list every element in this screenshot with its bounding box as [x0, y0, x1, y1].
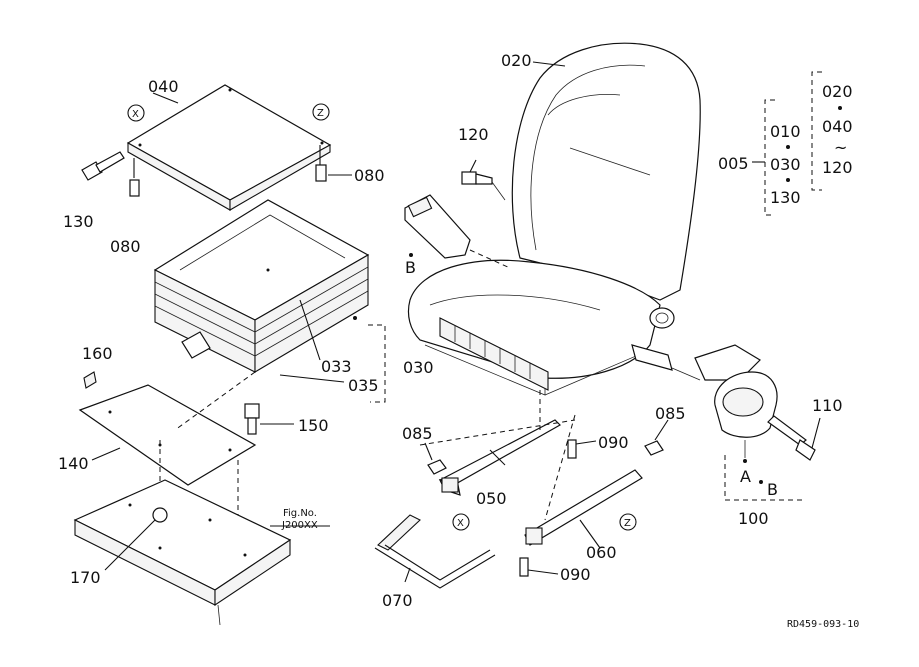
bolt-090-upper	[567, 439, 597, 459]
seat-rail-060	[524, 414, 643, 549]
callout-020: 020	[501, 51, 532, 70]
callout-050: 050	[476, 489, 507, 508]
bolt-090-lower	[519, 557, 559, 577]
callout-085-right: 085	[655, 404, 686, 423]
callout-080-right: 080	[354, 166, 385, 185]
callout-085-left: 085	[402, 424, 433, 443]
set-label-010: 010	[770, 122, 801, 141]
set-label-030: 030	[770, 155, 801, 174]
svg-text:X: X	[457, 518, 464, 529]
callout-035: 035	[348, 376, 379, 395]
seat-frame-170	[73, 479, 330, 626]
marker-b-belt: B	[767, 480, 778, 499]
callout-080-left: 080	[110, 237, 141, 256]
callout-090-lower: 090	[560, 565, 591, 584]
set-label-040: 040	[822, 117, 853, 136]
callout-033: 033	[321, 357, 352, 376]
callout-110: 110	[812, 396, 843, 415]
base-plate-140	[78, 371, 294, 540]
set-label-tilde: ~	[834, 138, 847, 157]
cushion-ribs	[454, 326, 531, 379]
set-label-120: 120	[822, 158, 853, 177]
marker-b-buckle: B	[405, 258, 416, 277]
callout-090-upper: 090	[598, 433, 629, 452]
callout-140: 140	[58, 454, 89, 473]
callout-170: 170	[70, 568, 101, 587]
marker-x-top: X	[127, 104, 145, 122]
svg-text:Z: Z	[624, 518, 631, 529]
fig-ref-line2: J200XX	[281, 520, 318, 531]
seat-rail-050	[419, 419, 576, 496]
cover-plate-040	[81, 84, 352, 211]
drawing-code: RD459-093-10	[787, 619, 859, 630]
callout-060: 060	[586, 543, 617, 562]
svg-text:X: X	[132, 109, 139, 120]
cable-070	[374, 514, 496, 589]
callout-150: 150	[298, 416, 329, 435]
callout-120: 120	[458, 125, 489, 144]
bolt-120	[461, 159, 506, 201]
fig-ref-line1: Fig.No.	[283, 508, 317, 519]
seat-assembly-020-030	[407, 42, 701, 396]
seat-belt-retractor	[631, 344, 821, 501]
set-label-005: 005	[718, 154, 749, 173]
callout-070: 070	[382, 591, 413, 610]
marker-z-top: Z	[312, 103, 330, 121]
callout-030: 030	[403, 358, 434, 377]
suspension-033-035	[153, 199, 386, 403]
set-bracket	[752, 71, 842, 216]
marker-x-bottom: X	[452, 513, 470, 531]
svg-text:Z: Z	[317, 108, 324, 119]
nut-085-right	[644, 419, 669, 456]
set-label-020: 020	[822, 82, 853, 101]
callout-160: 160	[82, 344, 113, 363]
nut-085-left	[424, 442, 447, 475]
marker-a-belt: A	[740, 467, 751, 486]
callout-040: 040	[148, 77, 179, 96]
belt-buckle	[404, 194, 511, 269]
set-label-130: 130	[770, 188, 801, 207]
marker-z-bottom: Z	[619, 513, 637, 531]
callout-130: 130	[63, 212, 94, 231]
callout-100: 100	[738, 509, 769, 528]
